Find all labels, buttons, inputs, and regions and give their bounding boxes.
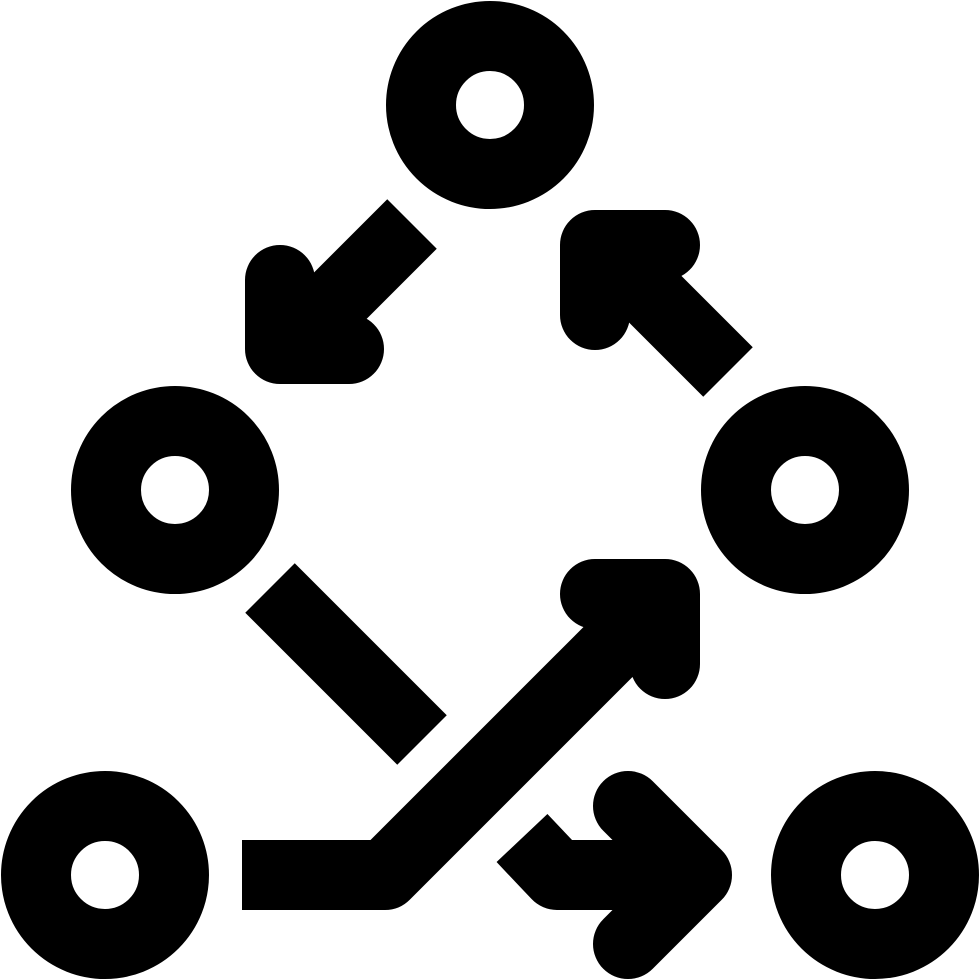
arrow-to-bottom-right bbox=[496, 771, 732, 979]
arrow-bottom-left-up-right bbox=[242, 559, 700, 910]
arrow-head bbox=[560, 210, 700, 350]
node-left bbox=[71, 386, 279, 594]
line-shaft bbox=[245, 563, 447, 765]
node-bottom-right bbox=[771, 771, 979, 979]
arrow-right-to-top bbox=[560, 210, 753, 397]
node-top bbox=[386, 1, 594, 209]
node-ring bbox=[701, 386, 909, 594]
arrow-head bbox=[593, 771, 732, 979]
node-ring bbox=[71, 386, 279, 594]
arrow-shaft bbox=[242, 575, 685, 910]
arrow-shaft bbox=[496, 813, 690, 910]
arrow-top-to-left bbox=[245, 199, 437, 384]
arrow-head bbox=[245, 245, 384, 384]
node-ring bbox=[386, 1, 594, 209]
node-ring bbox=[771, 771, 979, 979]
line-left-to-center bbox=[245, 563, 447, 765]
arrow-head bbox=[560, 559, 700, 699]
node-right bbox=[701, 386, 909, 594]
node-bottom-left bbox=[1, 771, 209, 979]
node-ring bbox=[1, 771, 209, 979]
